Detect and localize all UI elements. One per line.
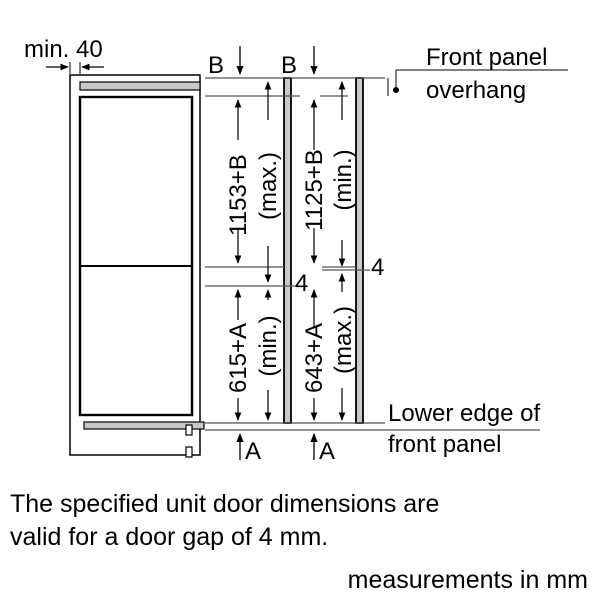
lower-right-dimension: 643+A (max.) [301,306,357,393]
lower-edge-label-line1: Lower edge of [388,400,540,427]
lower-right-value: 643+A [301,323,328,393]
b-right-label: B [281,52,297,79]
units-note: measurements in mm [347,566,588,594]
lower-left-dimension: 615+A (min.) [225,315,282,393]
caption-line1: The specified unit door dimensions are [10,490,440,518]
door-gap-caption: The specified unit door dimensions are v… [10,488,439,554]
upper-left-value: 1153+B [225,154,252,236]
min-gap-label: min. 40 [24,36,103,63]
overhang-label-line2: overhang [426,77,526,104]
a-left-label: A [245,438,261,465]
gap-right-label: 4 [371,254,384,281]
lower-left-qualifier: (min.) [255,315,282,376]
gap-mid-label: 4 [295,270,308,297]
appliance-body [78,95,194,458]
b-arrows: B B [208,46,318,79]
upper-left-qualifier: (max.) [255,152,282,220]
a-right-label: A [319,438,335,465]
upper-right-value: 1125+B [301,149,328,231]
upper-right-dimension: 1125+B (min.) [301,149,357,231]
lower-edge-label-line2: front panel [388,431,501,458]
upper-left-dimension: 1153+B (max.) [225,152,282,236]
a-arrows: A A [236,433,335,465]
lower-edge-callout: Lower edge of front panel [388,400,540,458]
lower-right-qualifier: (max.) [330,306,357,374]
dimension-lines [234,81,346,421]
overhang-label-line1: Front panel [426,44,547,71]
upper-right-qualifier: (min.) [330,149,357,210]
lower-left-value: 615+A [225,323,252,393]
reference-lines [205,77,540,431]
min-gap-dimension: min. 40 [24,36,104,74]
caption-line2: valid for a door gap of 4 mm. [10,523,329,551]
front-panel-left [283,77,292,424]
front-panel-overhang-callout: Front panel overhang [387,44,568,104]
front-panel-right [355,77,364,424]
b-left-label: B [208,52,224,79]
